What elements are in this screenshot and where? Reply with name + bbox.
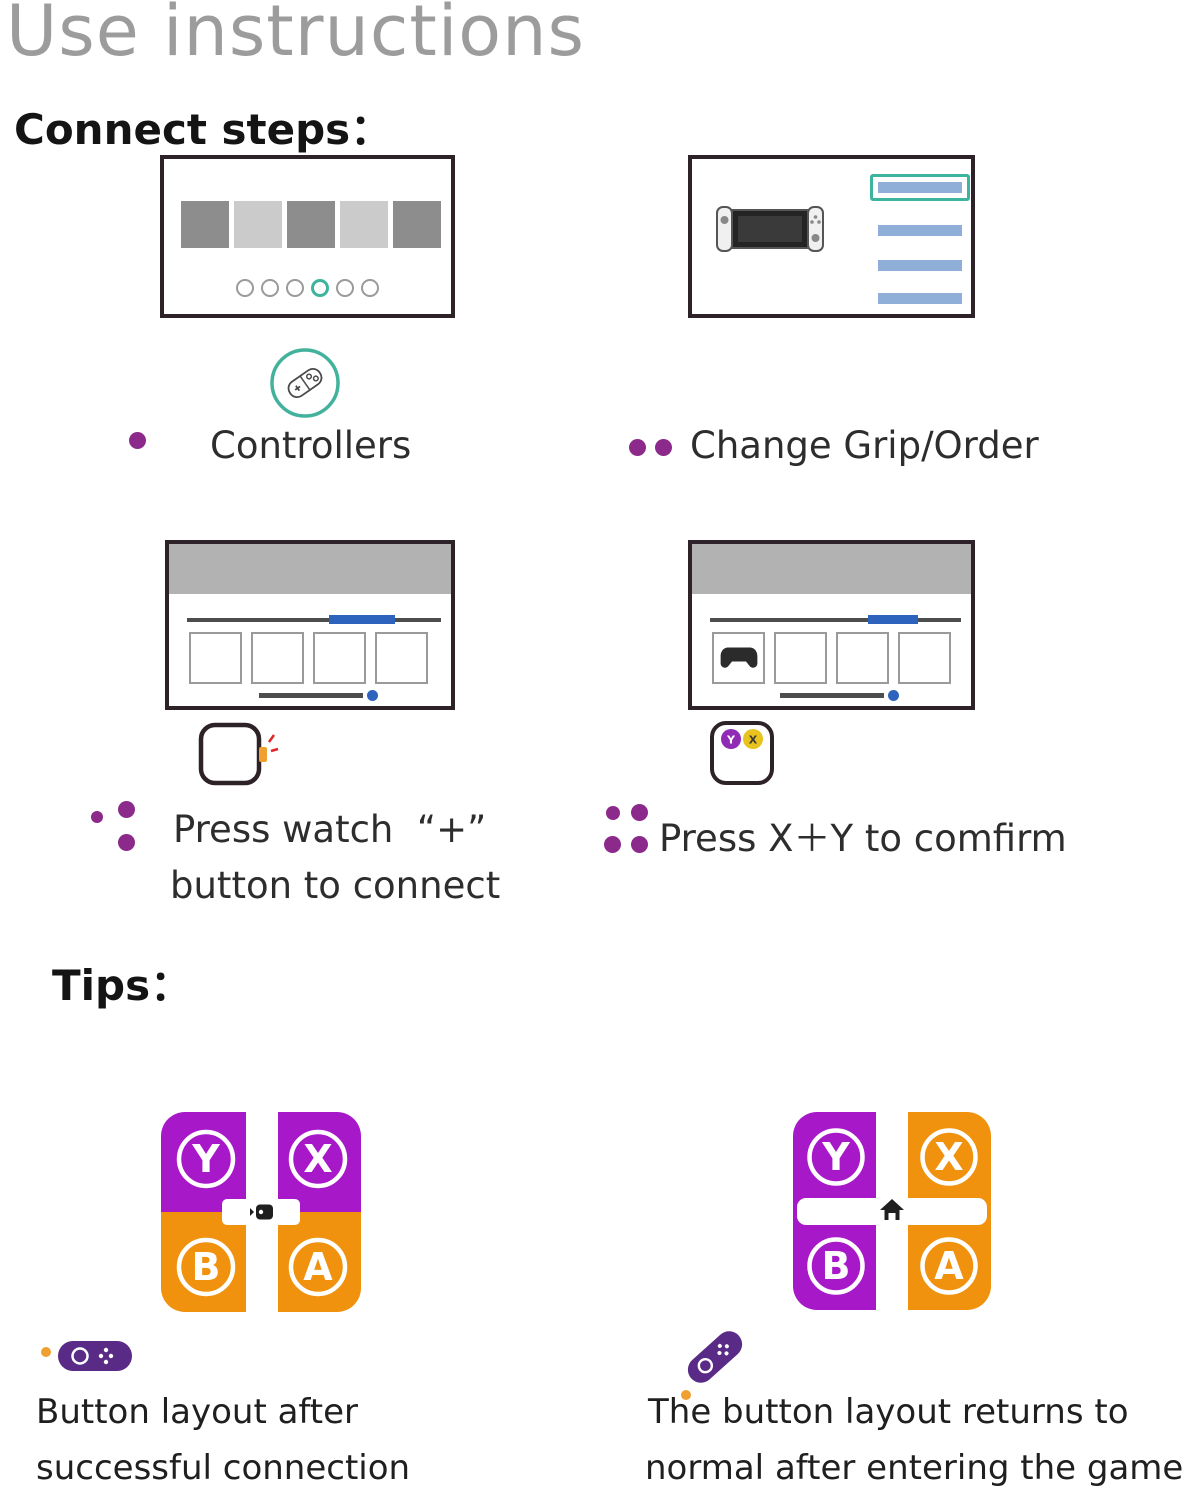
controller-thumbnails <box>181 201 441 248</box>
step-4-dot <box>604 836 621 853</box>
step-2-label: Change Grip/Order <box>690 424 1039 467</box>
player-slot <box>898 632 951 684</box>
player-slot <box>251 632 304 684</box>
tips-heading: Tips： <box>52 961 193 1010</box>
page-title: Use instructions <box>6 0 585 72</box>
scroll-track <box>259 693 363 698</box>
step-3-dot <box>91 811 103 823</box>
pager-dot <box>286 279 304 297</box>
pager-dots <box>164 279 451 297</box>
confirm-screen-panel <box>688 540 975 710</box>
step-4-dot <box>606 806 620 820</box>
progress-track <box>187 618 441 622</box>
tip-2-caption-line1: The button layout returns to <box>648 1392 1129 1432</box>
step-2-dot <box>629 439 646 456</box>
player-slot-with-gamepad <box>712 632 765 684</box>
player-slot <box>836 632 889 684</box>
watch-xy-buttons-icon: Y X <box>710 721 774 785</box>
pad-a-label: A <box>934 1244 964 1288</box>
controller-thumbnail <box>181 201 229 248</box>
menu-item-bar <box>878 293 962 304</box>
controller-thumbnail <box>234 201 282 248</box>
step-1-dot <box>129 432 146 449</box>
progress-track <box>710 618 961 622</box>
pad-y-label: Y <box>191 1137 220 1181</box>
selected-menu-frame <box>870 174 970 201</box>
player-slot <box>375 632 428 684</box>
controller-thumbnail <box>340 201 388 248</box>
step-4-dot <box>631 804 648 821</box>
scroll-dot <box>367 690 378 701</box>
tip-2-caption-line2: normal after entering the game <box>645 1448 1184 1488</box>
step-4-dot <box>631 836 648 853</box>
watch-plus-button-icon <box>198 722 279 786</box>
controller-thumbnail <box>287 201 335 248</box>
pager-dot <box>336 279 354 297</box>
player-slot <box>189 632 242 684</box>
player-slots <box>712 632 951 684</box>
pad-x-label: X <box>934 1135 963 1179</box>
step-3-dot <box>118 801 135 818</box>
scroll-track <box>780 693 884 698</box>
pager-dot <box>361 279 379 297</box>
controllers-joycon-icon <box>270 348 340 418</box>
pad-y-label: Y <box>821 1135 850 1179</box>
player-slot <box>313 632 366 684</box>
menu-item-bar <box>878 260 962 271</box>
step-2-dot <box>655 439 672 456</box>
pad-x-label: X <box>303 1137 332 1181</box>
pad-b-label: B <box>822 1244 851 1288</box>
step-1-label: Controllers <box>210 424 412 467</box>
grip-order-menu-panel <box>688 155 975 318</box>
step-4-label: Press X＋Y to comfirm <box>659 817 1067 860</box>
controller-thumbnail <box>393 201 441 248</box>
controllers-screen-panel <box>160 155 455 318</box>
ingame-joycon-icon <box>681 1331 743 1400</box>
connected-joycon-icon <box>41 1341 132 1371</box>
progress-segment <box>329 615 395 624</box>
pager-dot <box>236 279 254 297</box>
player-slot <box>774 632 827 684</box>
watch-y-label: Y <box>726 734 736 747</box>
connect-steps-heading: Connect steps： <box>14 105 393 154</box>
tip-1-caption-line2: successful connection <box>36 1448 411 1488</box>
menu-item-bar <box>878 225 962 236</box>
switch-console-icon <box>716 206 824 252</box>
pager-dot <box>261 279 279 297</box>
player-slots <box>189 632 428 684</box>
step-3-label-line1: Press watch “+” <box>173 808 487 851</box>
watch-x-label: X <box>749 734 758 747</box>
pairing-screen-panel <box>165 540 455 710</box>
button-layout-connected-diagram: Y X B A <box>161 1112 361 1312</box>
tip-1-caption-line1: Button layout after <box>36 1392 359 1432</box>
step-3-label-line2: button to connect <box>170 864 501 907</box>
screen-header-band <box>692 544 971 594</box>
progress-segment <box>868 615 918 624</box>
home-icon <box>880 1199 904 1220</box>
pager-dot-active <box>311 279 329 297</box>
button-layout-normal-diagram: Y X B A <box>793 1112 991 1310</box>
step-3-dot <box>118 834 135 851</box>
menu-item-bar <box>878 182 962 193</box>
scroll-dot <box>888 690 899 701</box>
gamepad-icon <box>720 647 757 668</box>
pad-a-label: A <box>303 1245 333 1289</box>
screen-header-band <box>169 544 451 594</box>
pad-b-label: B <box>192 1245 221 1289</box>
